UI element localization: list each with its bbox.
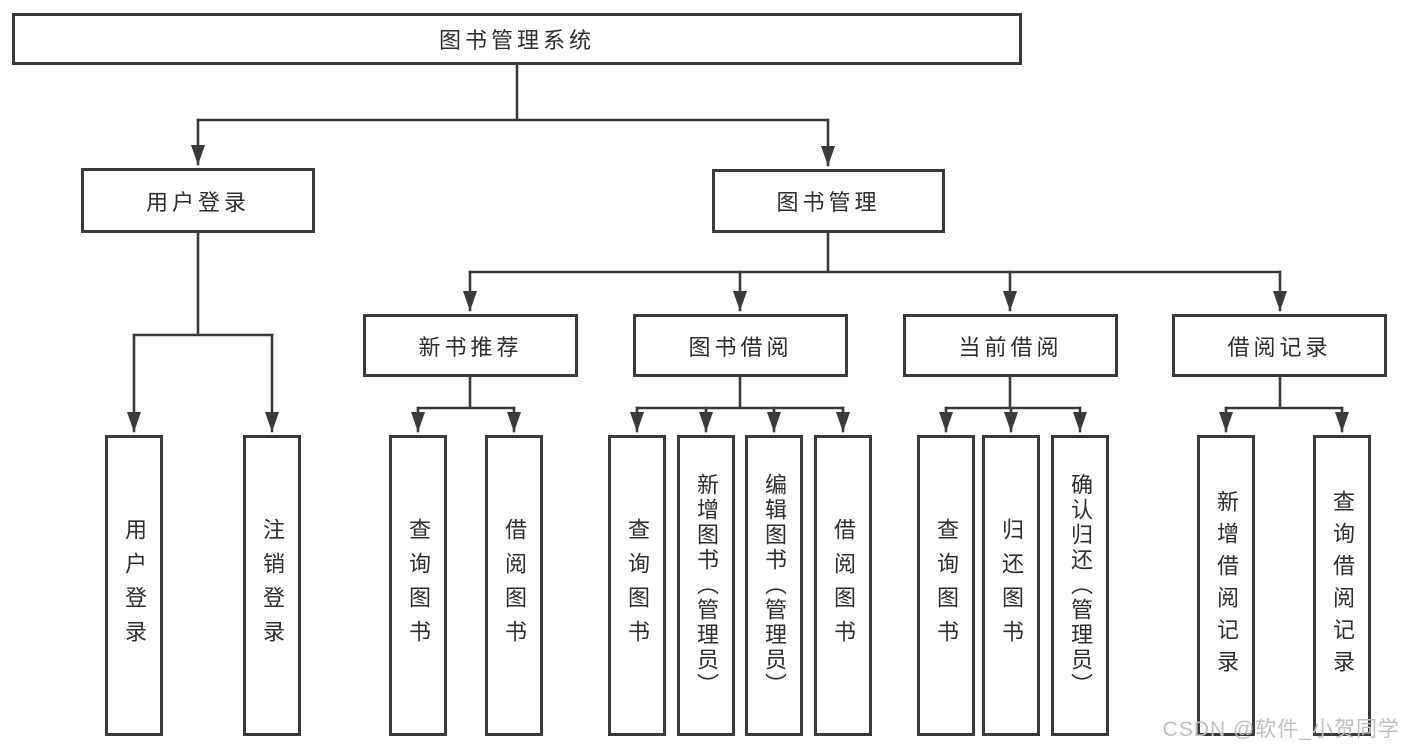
leaf-borrow-books-newbook-label: 借阅图书 — [502, 517, 527, 654]
node-book-management-label: 图书管理 — [776, 190, 881, 215]
connector-user-login — [127, 231, 279, 433]
node-book-borrow-label: 图书借阅 — [688, 334, 793, 360]
leaf-query-borrow-record: 查询借阅记录 — [1313, 435, 1371, 736]
leaf-edit-book-admin: 编辑图书（管理员） — [745, 435, 803, 736]
connector-new-book — [411, 375, 521, 433]
node-new-book-recommend: 新书推荐 — [363, 314, 578, 377]
node-borrow-records: 借阅记录 — [1172, 314, 1387, 377]
leaf-edit-book-admin-label: 编辑图书（管理员） — [762, 473, 787, 698]
node-new-book-recommend-label: 新书推荐 — [418, 334, 523, 360]
leaf-borrow-books-borrow-label: 借阅图书 — [831, 517, 856, 654]
leaf-add-borrow-record-label: 新增借阅记录 — [1214, 489, 1239, 682]
leaf-borrow-books-borrow: 借阅图书 — [814, 435, 872, 736]
leaf-borrow-books-newbook: 借阅图书 — [485, 435, 543, 736]
leaf-query-books-borrow: 查询图书 — [608, 435, 666, 736]
connector-root — [191, 63, 835, 167]
connector-borrow-records — [1219, 375, 1349, 433]
leaf-confirm-return-admin: 确认归还（管理员） — [1051, 435, 1109, 736]
leaf-user-login-label: 用户登录 — [122, 517, 147, 654]
csdn-watermark: CSDN @软件_小贺同学 — [1162, 718, 1400, 741]
leaf-confirm-return-admin-label: 确认归还（管理员） — [1068, 473, 1093, 698]
node-book-management: 图书管理 — [712, 169, 945, 233]
connector-book-management — [463, 231, 1287, 312]
leaf-query-books-current-label: 查询图书 — [934, 517, 959, 654]
node-root: 图书管理系统 — [12, 13, 1022, 65]
node-book-borrow: 图书借阅 — [633, 314, 848, 377]
leaf-return-book-label: 归还图书 — [999, 517, 1024, 654]
leaf-query-books-current: 查询图书 — [917, 435, 975, 736]
node-user-login: 用户登录 — [81, 168, 315, 233]
leaf-query-borrow-record-label: 查询借阅记录 — [1330, 489, 1355, 682]
leaf-user-login: 用户登录 — [105, 435, 163, 736]
leaf-add-book-admin-label: 新增图书（管理员） — [694, 473, 719, 698]
leaf-query-books-newbook-label: 查询图书 — [406, 517, 431, 654]
node-current-borrow-label: 当前借阅 — [958, 334, 1063, 360]
leaf-logout-label: 注销登录 — [260, 517, 285, 654]
leaf-query-books-newbook: 查询图书 — [389, 435, 447, 736]
connector-current-borrow — [939, 375, 1087, 433]
node-current-borrow: 当前借阅 — [903, 314, 1118, 377]
leaf-add-borrow-record: 新增借阅记录 — [1197, 435, 1255, 736]
node-user-login-label: 用户登录 — [145, 189, 250, 215]
leaf-add-book-admin: 新增图书（管理员） — [677, 435, 735, 736]
connector-book-borrow — [630, 375, 850, 433]
node-borrow-records-label: 借阅记录 — [1227, 334, 1332, 360]
node-root-label: 图书管理系统 — [438, 28, 595, 53]
leaf-return-book: 归还图书 — [982, 435, 1040, 736]
leaf-logout: 注销登录 — [243, 435, 301, 736]
leaf-query-books-borrow-label: 查询图书 — [625, 517, 650, 654]
